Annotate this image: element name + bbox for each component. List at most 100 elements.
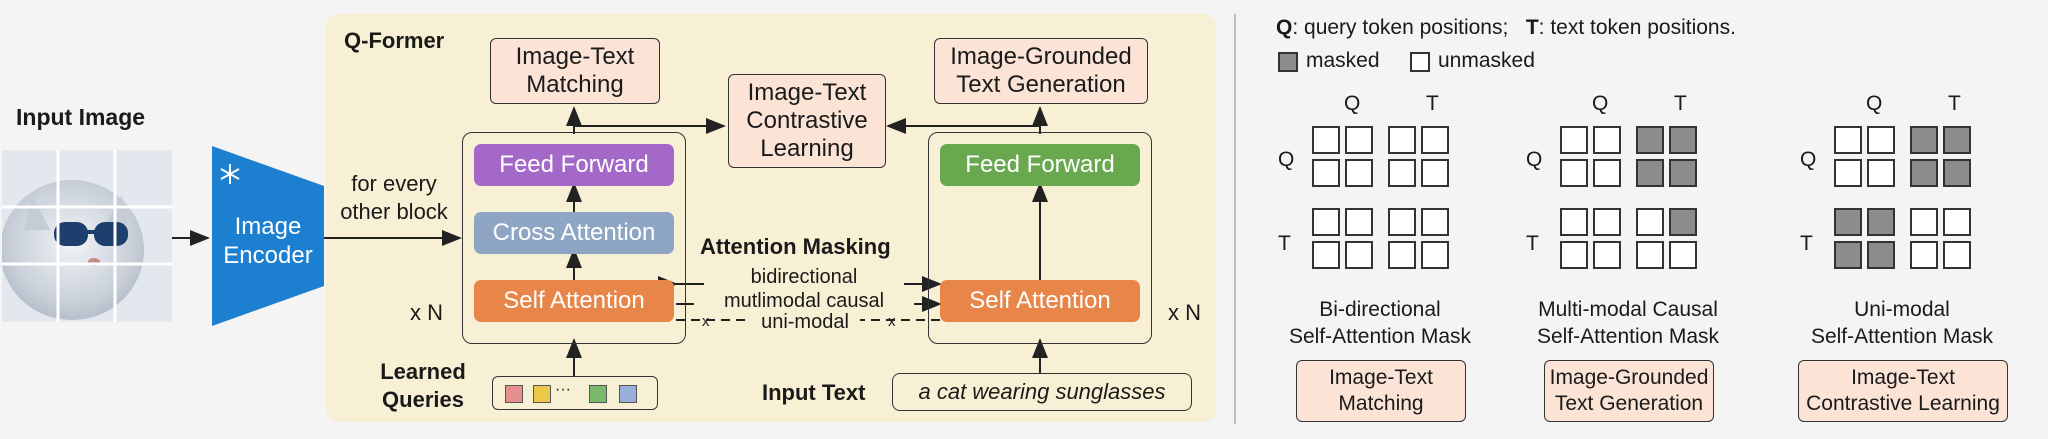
xn-left: x N	[410, 300, 443, 325]
for-every-line2: other block	[340, 199, 448, 224]
query-token-3	[589, 385, 607, 403]
mask-cell-unmasked	[1345, 159, 1373, 187]
feed-forward-right: Feed Forward	[940, 144, 1140, 186]
mask-cell-unmasked	[1636, 241, 1664, 269]
image-encoder-label-line1: Image	[234, 213, 302, 240]
mask-cell-masked	[1867, 208, 1895, 236]
mask-cell-masked	[1669, 126, 1697, 154]
mask-title-line: Multi-modal Causal	[1538, 298, 1718, 321]
text-transformer-stack	[928, 132, 1152, 344]
svg-text:x: x	[702, 313, 710, 330]
mask-cell-masked	[1943, 159, 1971, 187]
input-text-value: a cat wearing sunglasses	[892, 373, 1192, 411]
for-every-other-block-label: for every other block	[330, 170, 458, 226]
mask-cell-unmasked	[1867, 126, 1895, 154]
mask-task-line: Text Generation	[1554, 392, 1704, 415]
mask-task-line: Image-Grounded	[1549, 366, 1709, 389]
mask-cell-unmasked	[1388, 126, 1416, 154]
mask-col-q-label: Q	[1344, 92, 1361, 115]
mask-task-line: Image-Text	[1851, 366, 1955, 389]
mask-row-t-label: T	[1800, 232, 1813, 255]
mask-cell-unmasked	[1593, 126, 1621, 154]
query-token-2	[533, 385, 551, 403]
itg-head-line1: Image-Grounded	[950, 43, 1132, 70]
self-attention-right: Self Attention	[940, 280, 1140, 322]
query-token-1	[505, 385, 523, 403]
feed-forward-left: Feed Forward	[474, 144, 674, 186]
query-dots: ···	[555, 381, 571, 398]
legend-masked-swatch	[1278, 52, 1298, 72]
learned-queries-line1: Learned	[380, 359, 466, 384]
itm-head-line2: Matching	[526, 71, 624, 98]
input-image-label: Input Image	[16, 104, 146, 130]
mask-title-line: Self-Attention Mask	[1810, 325, 1994, 348]
mask-cell-masked	[1636, 159, 1664, 187]
itc-head-line1: Image-Text	[747, 79, 867, 106]
input-text-label: Input Text	[762, 380, 866, 405]
mask-row-t-label: T	[1278, 232, 1291, 255]
mask-title-line: Self-Attention Mask	[1288, 325, 1472, 348]
mask-row-q-label: Q	[1526, 148, 1543, 171]
mask-cell-unmasked	[1636, 208, 1664, 236]
mask-cell-unmasked	[1388, 159, 1416, 187]
mask-cell-masked	[1867, 241, 1895, 269]
mask-cell-unmasked	[1312, 208, 1340, 236]
mask-unimodal-label: uni-modal	[750, 311, 860, 334]
itm-head-line1: Image-Text	[515, 43, 635, 70]
mask-cell-unmasked	[1867, 159, 1895, 187]
frozen-snowflake-icon	[220, 164, 240, 184]
mask-cell-unmasked	[1345, 208, 1373, 236]
query-token-4	[619, 385, 637, 403]
image-encoder-label-line2: Encoder	[223, 242, 313, 269]
mask-col-q-label: Q	[1592, 92, 1609, 115]
legend-t-text: : text token positions.	[1538, 16, 1736, 39]
mask-col-t-label: T	[1426, 92, 1439, 115]
mask-row-t-label: T	[1526, 232, 1539, 255]
mask-col-q-label: Q	[1866, 92, 1883, 115]
image-transformer-stack	[462, 132, 686, 344]
mask-task-line: Image-Text	[1329, 366, 1433, 389]
legend-unmasked-swatch	[1410, 52, 1430, 72]
mask-cell-unmasked	[1345, 241, 1373, 269]
mask-bidirectional-label: bidirectional	[704, 266, 904, 289]
mask-cell-unmasked	[1669, 241, 1697, 269]
mask-col-t-label: T	[1674, 92, 1687, 115]
mask-cell-unmasked	[1593, 241, 1621, 269]
legend-unmasked: unmasked	[1438, 49, 1535, 72]
mask-cell-masked	[1834, 208, 1862, 236]
mask-cell-unmasked	[1421, 126, 1449, 154]
mask-cell-unmasked	[1560, 126, 1588, 154]
mask-cell-unmasked	[1312, 126, 1340, 154]
mask-multimodal-label: mutlimodal causal	[694, 290, 914, 313]
mask-cell-unmasked	[1388, 208, 1416, 236]
learned-queries-line2: Queries	[382, 387, 464, 412]
legend-masked: masked	[1306, 49, 1380, 72]
mask-cell-unmasked	[1910, 208, 1938, 236]
legend-token-positions: Q: query token positions; T: text token …	[1276, 16, 1736, 40]
mask-cell-unmasked	[1943, 241, 1971, 269]
mask-cell-unmasked	[1560, 208, 1588, 236]
for-every-line1: for every	[351, 171, 437, 196]
self-attention-left: Self Attention	[474, 280, 674, 322]
learned-queries-label: Learned Queries	[368, 358, 478, 414]
cross-attention-block: Cross Attention	[474, 212, 674, 254]
mask-cell-masked	[1834, 241, 1862, 269]
mask-title-line: Bi-directional	[1319, 298, 1441, 321]
qformer-title: Q-Former	[344, 28, 445, 53]
mask-task-line: Matching	[1338, 392, 1424, 415]
itg-head-line2: Text Generation	[956, 71, 1126, 98]
mask-col-t-label: T	[1948, 92, 1961, 115]
cat-input-image	[2, 150, 172, 322]
mask-cell-masked	[1910, 126, 1938, 154]
mask-cell-unmasked	[1910, 241, 1938, 269]
mask-cell-unmasked	[1421, 208, 1449, 236]
itc-head-line3: Learning	[760, 135, 854, 162]
legend-t: T	[1525, 16, 1539, 39]
